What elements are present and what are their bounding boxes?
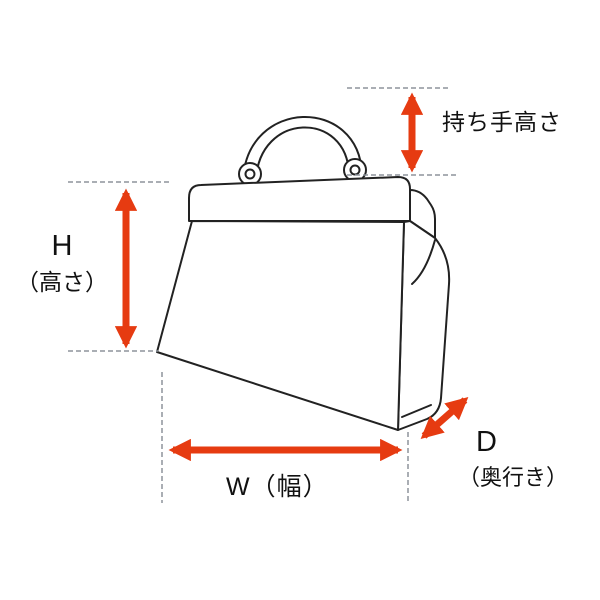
depth-label: D （奥行き） bbox=[458, 424, 568, 492]
height-label: H （高さ） bbox=[10, 228, 114, 297]
bag-flap-side bbox=[409, 189, 436, 239]
bag-front-panel bbox=[156, 220, 405, 431]
height-label-letter: H bbox=[51, 230, 73, 262]
bag-side-panel bbox=[397, 220, 451, 431]
bag-flap bbox=[188, 176, 411, 222]
bag-gusset-fold bbox=[411, 239, 436, 285]
depth-label-sub: （奥行き） bbox=[458, 465, 569, 491]
handbag-illustration bbox=[156, 116, 451, 431]
depth-arrow bbox=[420, 397, 469, 439]
handle-height-label: 持ち手高さ bbox=[442, 109, 562, 135]
handle-ring-left-inner bbox=[244, 168, 256, 180]
height-label-sub: （高さ） bbox=[16, 269, 108, 296]
width-label: W（幅） bbox=[226, 473, 329, 501]
depth-label-letter: D bbox=[476, 426, 497, 458]
